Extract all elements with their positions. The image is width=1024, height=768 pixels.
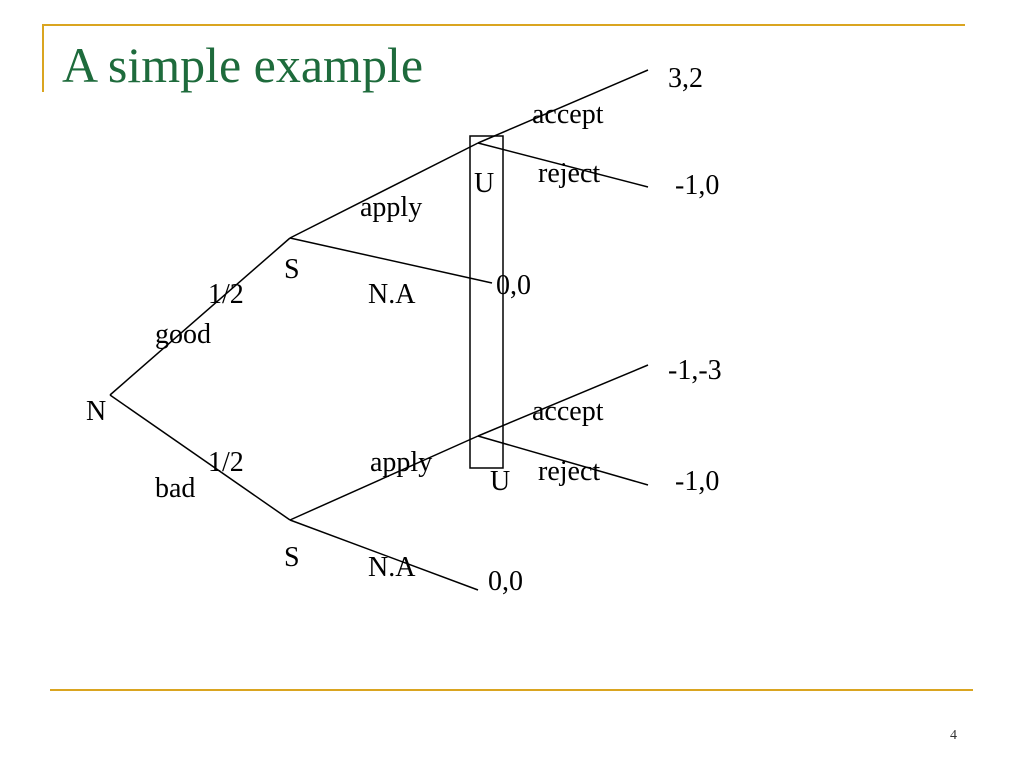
edge-bad-accept bbox=[477, 364, 649, 437]
payoff-good-not-apply: 0,0 bbox=[496, 270, 531, 301]
slide-title: A simple example bbox=[62, 37, 424, 93]
payoff-good-reject: -1,0 bbox=[675, 170, 719, 201]
move-bad-na-label: N.A bbox=[368, 552, 416, 583]
move-bad-reject-label: reject bbox=[538, 456, 600, 487]
sender-node-good-label: S bbox=[284, 254, 300, 285]
move-bad-label: bad bbox=[155, 473, 195, 504]
move-good-apply-label: apply bbox=[360, 192, 422, 223]
edge-bad-apply bbox=[289, 435, 479, 521]
footer-accent-rule bbox=[50, 689, 973, 691]
receiver-node-top-label: U bbox=[474, 168, 494, 199]
title-accent-vertical-rule bbox=[42, 24, 44, 92]
page-number: 4 bbox=[950, 728, 957, 743]
move-good-label: good bbox=[155, 319, 211, 350]
edge-bad-not-apply bbox=[289, 519, 479, 591]
edge-nature-good bbox=[109, 237, 291, 396]
payoff-good-accept: 3,2 bbox=[668, 63, 703, 94]
move-bad-apply-label: apply bbox=[370, 447, 432, 478]
move-bad-accept-label: accept bbox=[532, 396, 604, 427]
receiver-information-set bbox=[469, 135, 504, 469]
payoff-bad-not-apply: 0,0 bbox=[488, 566, 523, 597]
move-good-reject-label: reject bbox=[538, 158, 600, 189]
receiver-node-bottom-label: U bbox=[490, 466, 510, 497]
edge-good-not-apply bbox=[289, 237, 493, 284]
edge-good-apply bbox=[289, 142, 479, 239]
prob-good-label: 1/2 bbox=[208, 279, 244, 310]
edge-bad-reject bbox=[477, 435, 649, 486]
payoff-bad-reject: -1,0 bbox=[675, 466, 719, 497]
edge-good-accept bbox=[477, 69, 649, 144]
edge-nature-bad bbox=[109, 394, 291, 521]
title-accent-horizontal-rule bbox=[42, 24, 965, 26]
edge-good-reject bbox=[477, 142, 649, 188]
move-good-na-label: N.A bbox=[368, 279, 416, 310]
move-good-accept-label: accept bbox=[532, 99, 604, 130]
prob-bad-label: 1/2 bbox=[208, 447, 244, 478]
sender-node-bad-label: S bbox=[284, 542, 300, 573]
payoff-bad-accept: -1,-3 bbox=[668, 355, 722, 386]
nature-node-label: N bbox=[86, 396, 106, 427]
